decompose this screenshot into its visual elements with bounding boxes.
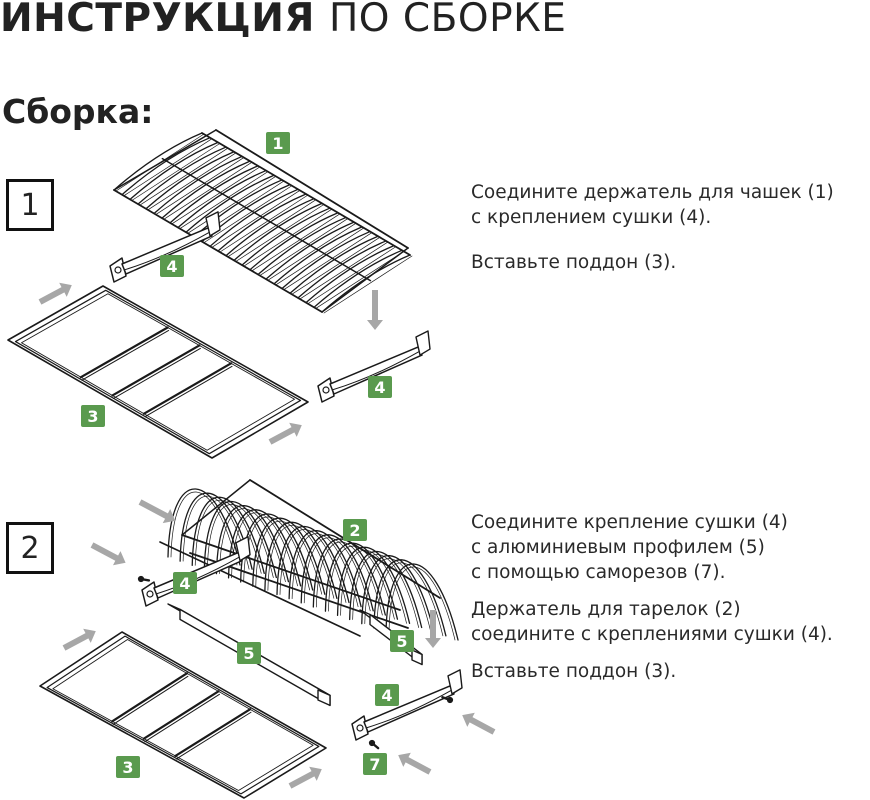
section-title: Сборка: — [2, 92, 154, 131]
instruction-line: с алюминиевым профилем (5) — [471, 537, 765, 558]
page-title: ИНСТРУКЦИЯ ПО СБОРКЕ — [0, 0, 566, 44]
arrow-step2-right-screw — [462, 712, 496, 735]
cup-rack-1-upper — [113, 129, 409, 313]
instruction-line: Вставьте поддон (3). — [471, 252, 677, 273]
label-mount-4-step1-right-text: 4 — [374, 378, 385, 397]
label-tray-3-step1-text: 3 — [87, 407, 98, 426]
step-2-instructions: Соедините крепление сушки (4) с алюминие… — [471, 510, 833, 684]
label-tray-3-step2-bg — [116, 756, 140, 778]
label-mount-4-step2-right-text: 4 — [381, 686, 392, 705]
instruction-line: соедините с креплениями сушки (4). — [471, 624, 833, 645]
tray-3-step2 — [39, 631, 327, 799]
part-labels: 1 4 3 4 2 4 5 5 4 3 7 — [81, 132, 414, 778]
arrow-step2-tray-right — [288, 766, 322, 789]
label-mount-4-step1-left-text: 4 — [166, 257, 177, 276]
label-mount-4-step1-right-bg — [368, 376, 392, 398]
tray-3-step1 — [7, 285, 309, 459]
label-profile-5-right: 5 — [390, 630, 414, 652]
label-screws-7-bg — [363, 753, 387, 775]
arrow-step2-rack — [138, 499, 176, 524]
label-mount-4-step1-right: 4 — [368, 376, 392, 398]
screw-7-left — [137, 575, 151, 583]
step-1-number: 1 — [6, 179, 54, 231]
label-mount-4-step1-left-bg — [160, 255, 184, 277]
label-screws-7: 7 — [363, 753, 387, 775]
assembly-arrows — [38, 282, 496, 789]
arrow-step1-tray-right — [268, 422, 302, 445]
label-tray-3-step2: 3 — [116, 756, 140, 778]
arrow-step2-tray-left — [62, 628, 96, 651]
label-mount-4-step2-right-bg — [375, 684, 399, 706]
instruction-line: Держатель для тарелок (2) — [471, 599, 741, 620]
label-profile-5-right-bg — [390, 630, 414, 652]
label-tray-3-step1: 3 — [81, 405, 105, 427]
label-screws-7-text: 7 — [369, 755, 380, 774]
arrow-step1-tray-left — [38, 282, 72, 305]
label-profile-5-left: 5 — [237, 642, 261, 664]
instruction-line: с креплением сушки (4). — [471, 207, 712, 228]
arrow-step2-bottom-screw — [398, 752, 432, 775]
label-cup-rack-1-text: 1 — [272, 134, 283, 153]
title-bold: ИНСТРУКЦИЯ — [0, 0, 315, 41]
label-tray-3-step2-text: 3 — [122, 758, 133, 777]
rack-parts — [7, 129, 463, 799]
label-profile-5-right-text: 5 — [396, 632, 407, 651]
label-mount-4-step2-left-text: 4 — [179, 574, 190, 593]
instruction-line: Соедините крепление сушки (4) — [471, 512, 788, 533]
label-tray-3-step1-bg — [81, 405, 105, 427]
label-plate-rack-2-text: 2 — [349, 521, 360, 540]
label-cup-rack-1-bg — [266, 132, 290, 154]
label-profile-5-left-bg — [237, 642, 261, 664]
screw-7-right-top — [441, 696, 454, 704]
mount-4-step1-right — [317, 330, 431, 403]
arrow-step2-down — [425, 610, 441, 648]
label-plate-rack-2-bg — [343, 519, 367, 541]
instruction-line: Соедините держатель для чашек (1) — [471, 182, 834, 203]
label-mount-4-step2-left: 4 — [173, 572, 197, 594]
title-light: ПО СБОРКЕ — [328, 0, 567, 41]
screw-7-bottom — [368, 739, 380, 750]
instruction-line: с помощью саморезов (7). — [471, 562, 726, 583]
step-1-instructions: Соедините держатель для чашек (1) с креп… — [471, 180, 834, 275]
label-profile-5-left-text: 5 — [243, 644, 254, 663]
label-mount-4-step1-left: 4 — [160, 255, 184, 277]
label-mount-4-step2-right: 4 — [375, 684, 399, 706]
mount-4-step1-left — [109, 211, 221, 283]
label-plate-rack-2: 2 — [343, 519, 367, 541]
arrow-step1-down — [367, 290, 383, 330]
cup-rack-1 — [113, 132, 413, 314]
step-2-number: 2 — [6, 522, 54, 574]
label-cup-rack-1: 1 — [266, 132, 290, 154]
instruction-line: Вставьте поддон (3). — [471, 661, 677, 682]
mount-4-step2-right — [351, 669, 463, 741]
label-mount-4-step2-left-bg — [173, 572, 197, 594]
arrow-step2-mount — [90, 542, 126, 566]
